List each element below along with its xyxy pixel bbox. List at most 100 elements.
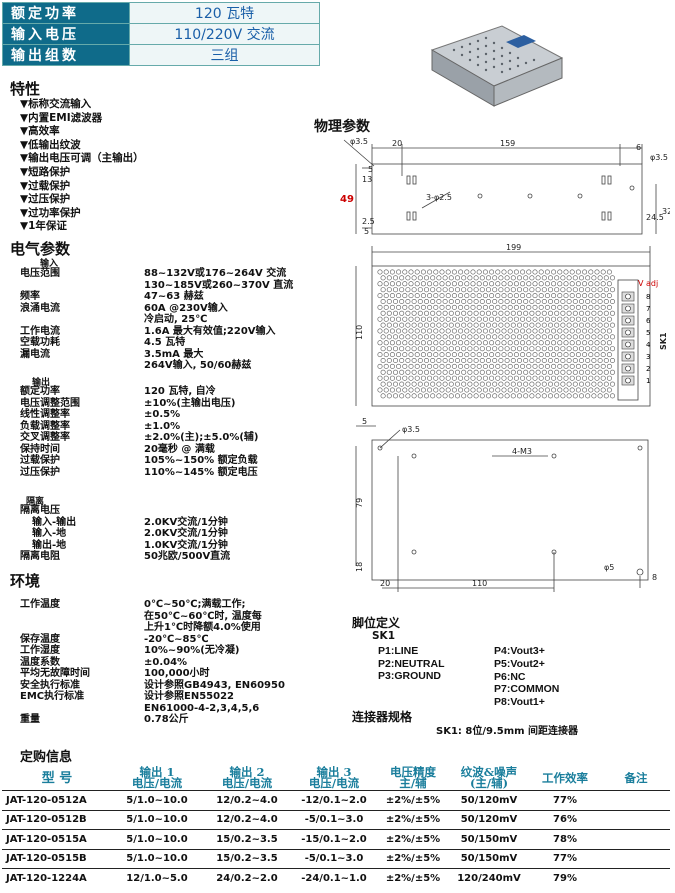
vent-hole bbox=[427, 281, 433, 287]
pin-number: 1 bbox=[646, 377, 650, 385]
vent-hole bbox=[377, 363, 383, 369]
vent-hole bbox=[405, 287, 411, 293]
vent-hole bbox=[461, 310, 467, 316]
vent-hole bbox=[579, 287, 585, 293]
vent-hole bbox=[606, 316, 612, 322]
vent-hole bbox=[560, 381, 566, 387]
vent-hole bbox=[482, 269, 488, 275]
vent-hole bbox=[408, 387, 414, 393]
sk1-label: SK1 bbox=[659, 332, 668, 350]
vent-hole bbox=[585, 287, 591, 293]
vent-hole bbox=[399, 393, 405, 399]
param-value: 4.5 瓦特 bbox=[144, 337, 186, 348]
vent-hole bbox=[399, 287, 405, 293]
vent-hole bbox=[609, 287, 615, 293]
vent-hole bbox=[383, 281, 389, 287]
vent-hole bbox=[417, 358, 423, 364]
vent-hole bbox=[548, 334, 554, 340]
vent-hole bbox=[566, 275, 572, 281]
param-label: EMC执行标准 bbox=[20, 691, 85, 702]
vent-hole bbox=[513, 375, 519, 381]
param-label: 工作温度 bbox=[20, 599, 60, 610]
vent-hole bbox=[482, 387, 488, 393]
vent-hole bbox=[495, 387, 501, 393]
vent-hole bbox=[551, 316, 557, 322]
header-value: 120 瓦特 bbox=[129, 2, 320, 24]
vent-hole bbox=[442, 322, 448, 328]
vent-hole bbox=[510, 334, 516, 340]
vent-hole bbox=[402, 316, 408, 322]
param-label: 温度系数 bbox=[20, 656, 60, 668]
vent-hole bbox=[563, 304, 569, 310]
vent-hole bbox=[603, 346, 609, 352]
vent-hole bbox=[455, 334, 461, 340]
vent-hole bbox=[473, 287, 479, 293]
vent-hole bbox=[399, 310, 405, 316]
vent-hole bbox=[541, 298, 547, 304]
order-header: 电压精度 主/辅 bbox=[390, 765, 436, 790]
vent-hole bbox=[408, 269, 414, 275]
vent-hole bbox=[424, 381, 430, 387]
vent-hole bbox=[597, 287, 603, 293]
vent-hole bbox=[603, 287, 609, 293]
vent-hole bbox=[591, 275, 597, 281]
vent-hole bbox=[482, 293, 488, 299]
vent-hole bbox=[408, 363, 414, 369]
vent-hole bbox=[402, 352, 408, 358]
vent-hole bbox=[504, 275, 510, 281]
vent-hole bbox=[464, 304, 470, 310]
vent-hole bbox=[572, 275, 578, 281]
vent-hole bbox=[433, 269, 439, 275]
vent-hole bbox=[399, 298, 405, 304]
vent-hole bbox=[445, 281, 451, 287]
vent-hole bbox=[569, 281, 575, 287]
vent-hole bbox=[560, 310, 566, 316]
vent-hole bbox=[479, 393, 485, 399]
param-value: 设计参照GB4943, EN60950 bbox=[144, 679, 285, 691]
table-cell: 79% bbox=[528, 868, 602, 888]
vent-hole bbox=[569, 340, 575, 346]
connector-spec-text: SK1: 8位/9.5mm 间距连接器 bbox=[436, 726, 579, 737]
vent-hole bbox=[544, 375, 550, 381]
param-label: 平均无故障时间 bbox=[20, 668, 90, 679]
order-header: 纹波&噪声 (主/辅) bbox=[460, 765, 518, 790]
vent-hole bbox=[501, 340, 507, 346]
pinout-right-col: P4:Vout3+ P5:Vout2+ P6:NC P7:COMMON P8:V… bbox=[494, 645, 559, 709]
vent-hole bbox=[386, 298, 392, 304]
vent-hole bbox=[405, 381, 411, 387]
vent-hole bbox=[572, 334, 578, 340]
vent-hole bbox=[510, 298, 516, 304]
vent-hole bbox=[470, 352, 476, 358]
vent-hole bbox=[476, 269, 482, 275]
vent-hole bbox=[544, 304, 550, 310]
vent-hole bbox=[591, 346, 597, 352]
vent-hole bbox=[551, 375, 557, 381]
vent-hole bbox=[544, 340, 550, 346]
vent-hole bbox=[520, 281, 526, 287]
vent-hole bbox=[606, 304, 612, 310]
vent-hole bbox=[470, 340, 476, 346]
vent-hole bbox=[523, 346, 529, 352]
vent-hole bbox=[377, 281, 383, 287]
vent-hole bbox=[482, 328, 488, 334]
vent-hole bbox=[597, 346, 603, 352]
vent-hole bbox=[495, 375, 501, 381]
table-cell: 5/1.0~10.0 bbox=[112, 848, 202, 869]
param-label: 输入-输出 bbox=[32, 516, 77, 528]
vent-hole bbox=[513, 293, 519, 299]
vent-hole bbox=[588, 328, 594, 334]
vent-hole bbox=[551, 304, 557, 310]
vent-hole bbox=[600, 304, 606, 310]
vent-hole bbox=[538, 304, 544, 310]
dim-text: 3-φ2.5 bbox=[426, 193, 452, 202]
vent-hole bbox=[575, 363, 581, 369]
vent-hole bbox=[572, 310, 578, 316]
vent-hole bbox=[532, 269, 538, 275]
terminal-screw-head bbox=[625, 353, 631, 360]
vent-hole bbox=[520, 328, 526, 334]
vent-hole bbox=[569, 352, 575, 358]
vent-hole bbox=[504, 346, 510, 352]
vent-hole bbox=[442, 310, 448, 316]
vent-hole bbox=[464, 281, 470, 287]
vent-hole bbox=[529, 346, 535, 352]
